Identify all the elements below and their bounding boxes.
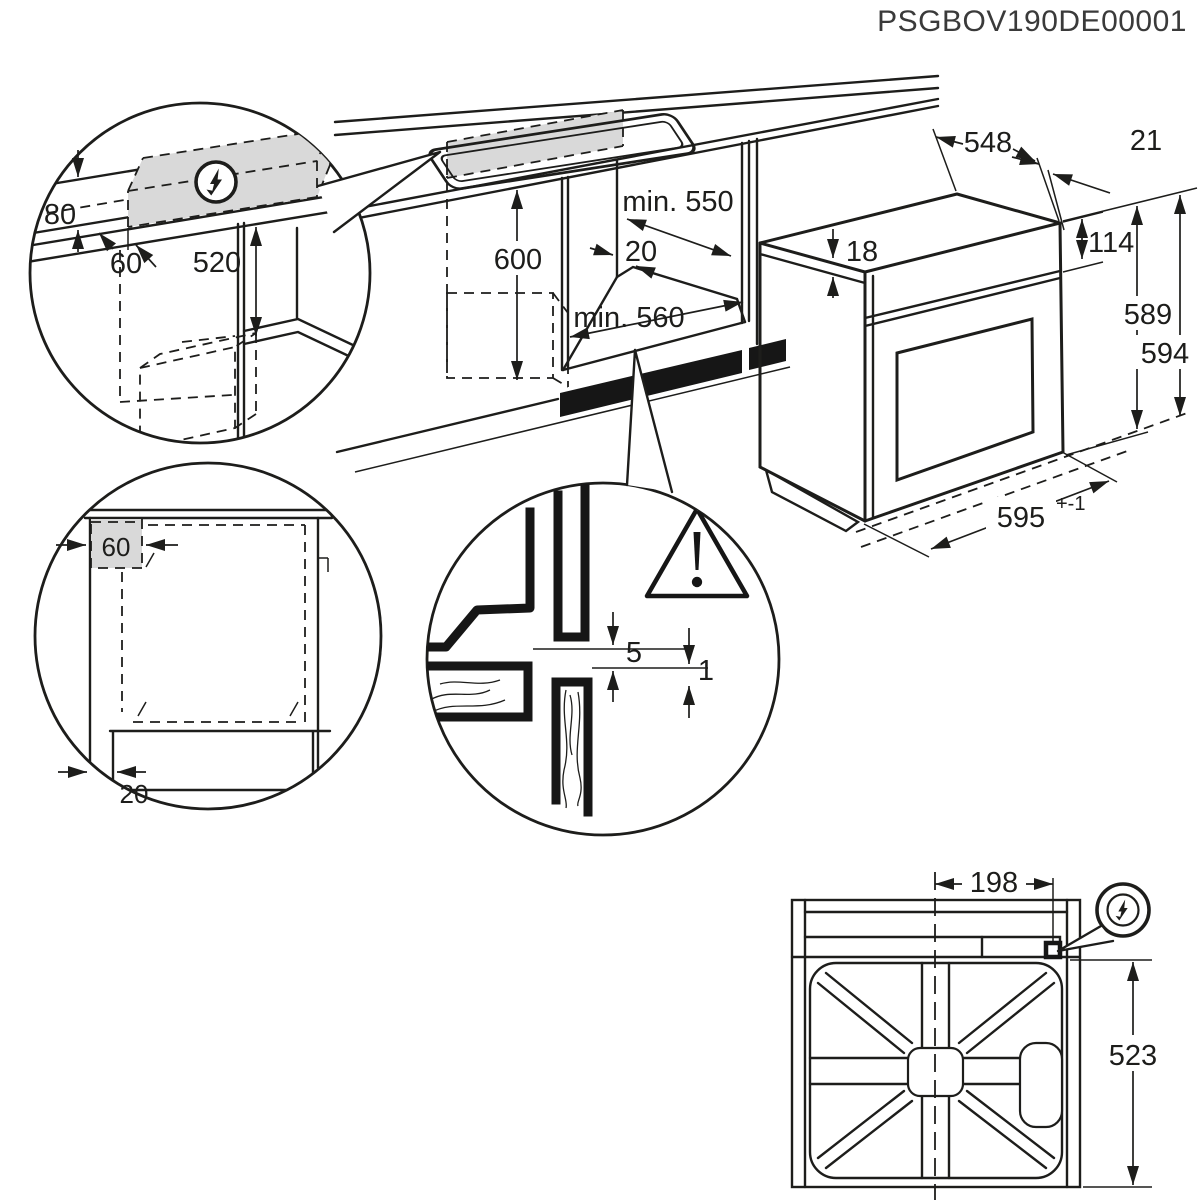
dim-label-rear-height: 523 bbox=[1109, 1040, 1157, 1072]
diagram-title: PSGBOV190DE00001 bbox=[877, 5, 1187, 38]
hidden-lines bbox=[119, 250, 233, 403]
dim-label-lower-gap: 1 bbox=[698, 655, 714, 687]
niche-black-strip-right bbox=[749, 339, 786, 370]
hidden-oven-box bbox=[139, 332, 257, 443]
oven-dimensions: 548 21 18 114 589 594 595 bbox=[827, 125, 1198, 558]
callout-beak-gap bbox=[625, 348, 674, 494]
rear-brace-spokes bbox=[808, 961, 1056, 1180]
gap-dimensions: 5 1 bbox=[607, 612, 714, 718]
shelf-reference bbox=[181, 335, 236, 343]
niche-black-strip bbox=[560, 350, 742, 417]
rear-electric-callout bbox=[1056, 882, 1151, 953]
worktop-front-bottom bbox=[336, 104, 940, 224]
oven-foot bbox=[764, 467, 861, 533]
oven-isometric: 548 21 18 114 589 594 595 bbox=[758, 125, 1198, 558]
dim-label-overhang: 21 bbox=[1130, 125, 1162, 157]
dim-label-body-height: 589 bbox=[1124, 299, 1172, 331]
detail-circle-front-gap: 5 1 bbox=[425, 481, 781, 837]
niche-dimensions: 600 min. 550 20 min. 560 bbox=[490, 186, 744, 380]
oven-top-slab-line bbox=[758, 252, 867, 285]
wall-bottom-line bbox=[333, 86, 940, 137]
dim-label-corner-zone: 60 bbox=[102, 532, 131, 562]
rear-top-lines bbox=[790, 910, 1082, 959]
dim-label-rear-clearance: 20 bbox=[625, 236, 657, 268]
wall-top-line bbox=[333, 74, 940, 124]
back-notch bbox=[318, 557, 329, 572]
dim-label-top-inset: 18 bbox=[846, 236, 878, 268]
worktop-front-top bbox=[336, 97, 940, 214]
door-glass-profile bbox=[553, 483, 590, 642]
dim-label-niche-depth: min. 550 bbox=[622, 186, 733, 218]
plinth-line bbox=[354, 366, 791, 473]
worktop-front-edge bbox=[30, 203, 370, 266]
dim-label-overall-height: 594 bbox=[1141, 338, 1189, 370]
dim-label-connection-offset: 198 bbox=[970, 867, 1018, 899]
break-ticks bbox=[137, 552, 299, 717]
dim-label-width-tolerance: +-1 bbox=[1056, 493, 1085, 515]
oven-top-face bbox=[758, 192, 1062, 274]
dim-label-zone-depth: 60 bbox=[110, 248, 142, 280]
side-detail-dimensions: 60 20 bbox=[56, 532, 178, 809]
oven-front-edges bbox=[863, 221, 1065, 523]
dim-label-wall-clearance: 80 bbox=[44, 199, 76, 231]
dim-label-front-gap: 20 bbox=[120, 779, 149, 809]
oven-door-window bbox=[895, 317, 1035, 483]
callout-beak-hob bbox=[316, 150, 442, 234]
corner-zone-square bbox=[90, 519, 143, 569]
rear-outer-frame bbox=[790, 898, 1082, 1189]
rear-dimensions: 198 523 bbox=[935, 862, 1166, 1188]
detail-circle-side-section: 60 20 bbox=[33, 461, 383, 811]
dim-label-niche-height: 600 bbox=[494, 244, 542, 276]
cabinet-wood-piece bbox=[551, 677, 593, 817]
worktop-wood-piece bbox=[427, 661, 533, 722]
dim-label-upper-gap: 5 bbox=[626, 637, 642, 669]
hob-detail-dimensions: 80 60 520 bbox=[44, 150, 262, 336]
dim-label-oven-width: 595 bbox=[997, 502, 1045, 534]
niche-right-wall-front-edge bbox=[740, 139, 751, 325]
detail-circle-hob-connection: 80 60 520 bbox=[28, 101, 372, 445]
dim-label-drop-height: 520 bbox=[193, 247, 241, 279]
oven-front-profile bbox=[427, 507, 535, 652]
dim-label-panel-height: 114 bbox=[1088, 227, 1134, 259]
electric-connection-icon bbox=[196, 162, 236, 202]
shelf-edge bbox=[242, 317, 357, 361]
rear-view: 198 523 bbox=[790, 862, 1166, 1200]
control-panel-bottom bbox=[863, 269, 1062, 328]
rear-fan-housing bbox=[1018, 1041, 1064, 1129]
dim-label-oven-depth: 548 bbox=[964, 127, 1012, 159]
niche-isometric: 600 min. 550 20 min. 560 bbox=[333, 74, 940, 473]
warning-icon bbox=[644, 506, 750, 599]
cabinet-bottom-front bbox=[335, 397, 560, 454]
gap-reference-lines bbox=[533, 648, 708, 669]
